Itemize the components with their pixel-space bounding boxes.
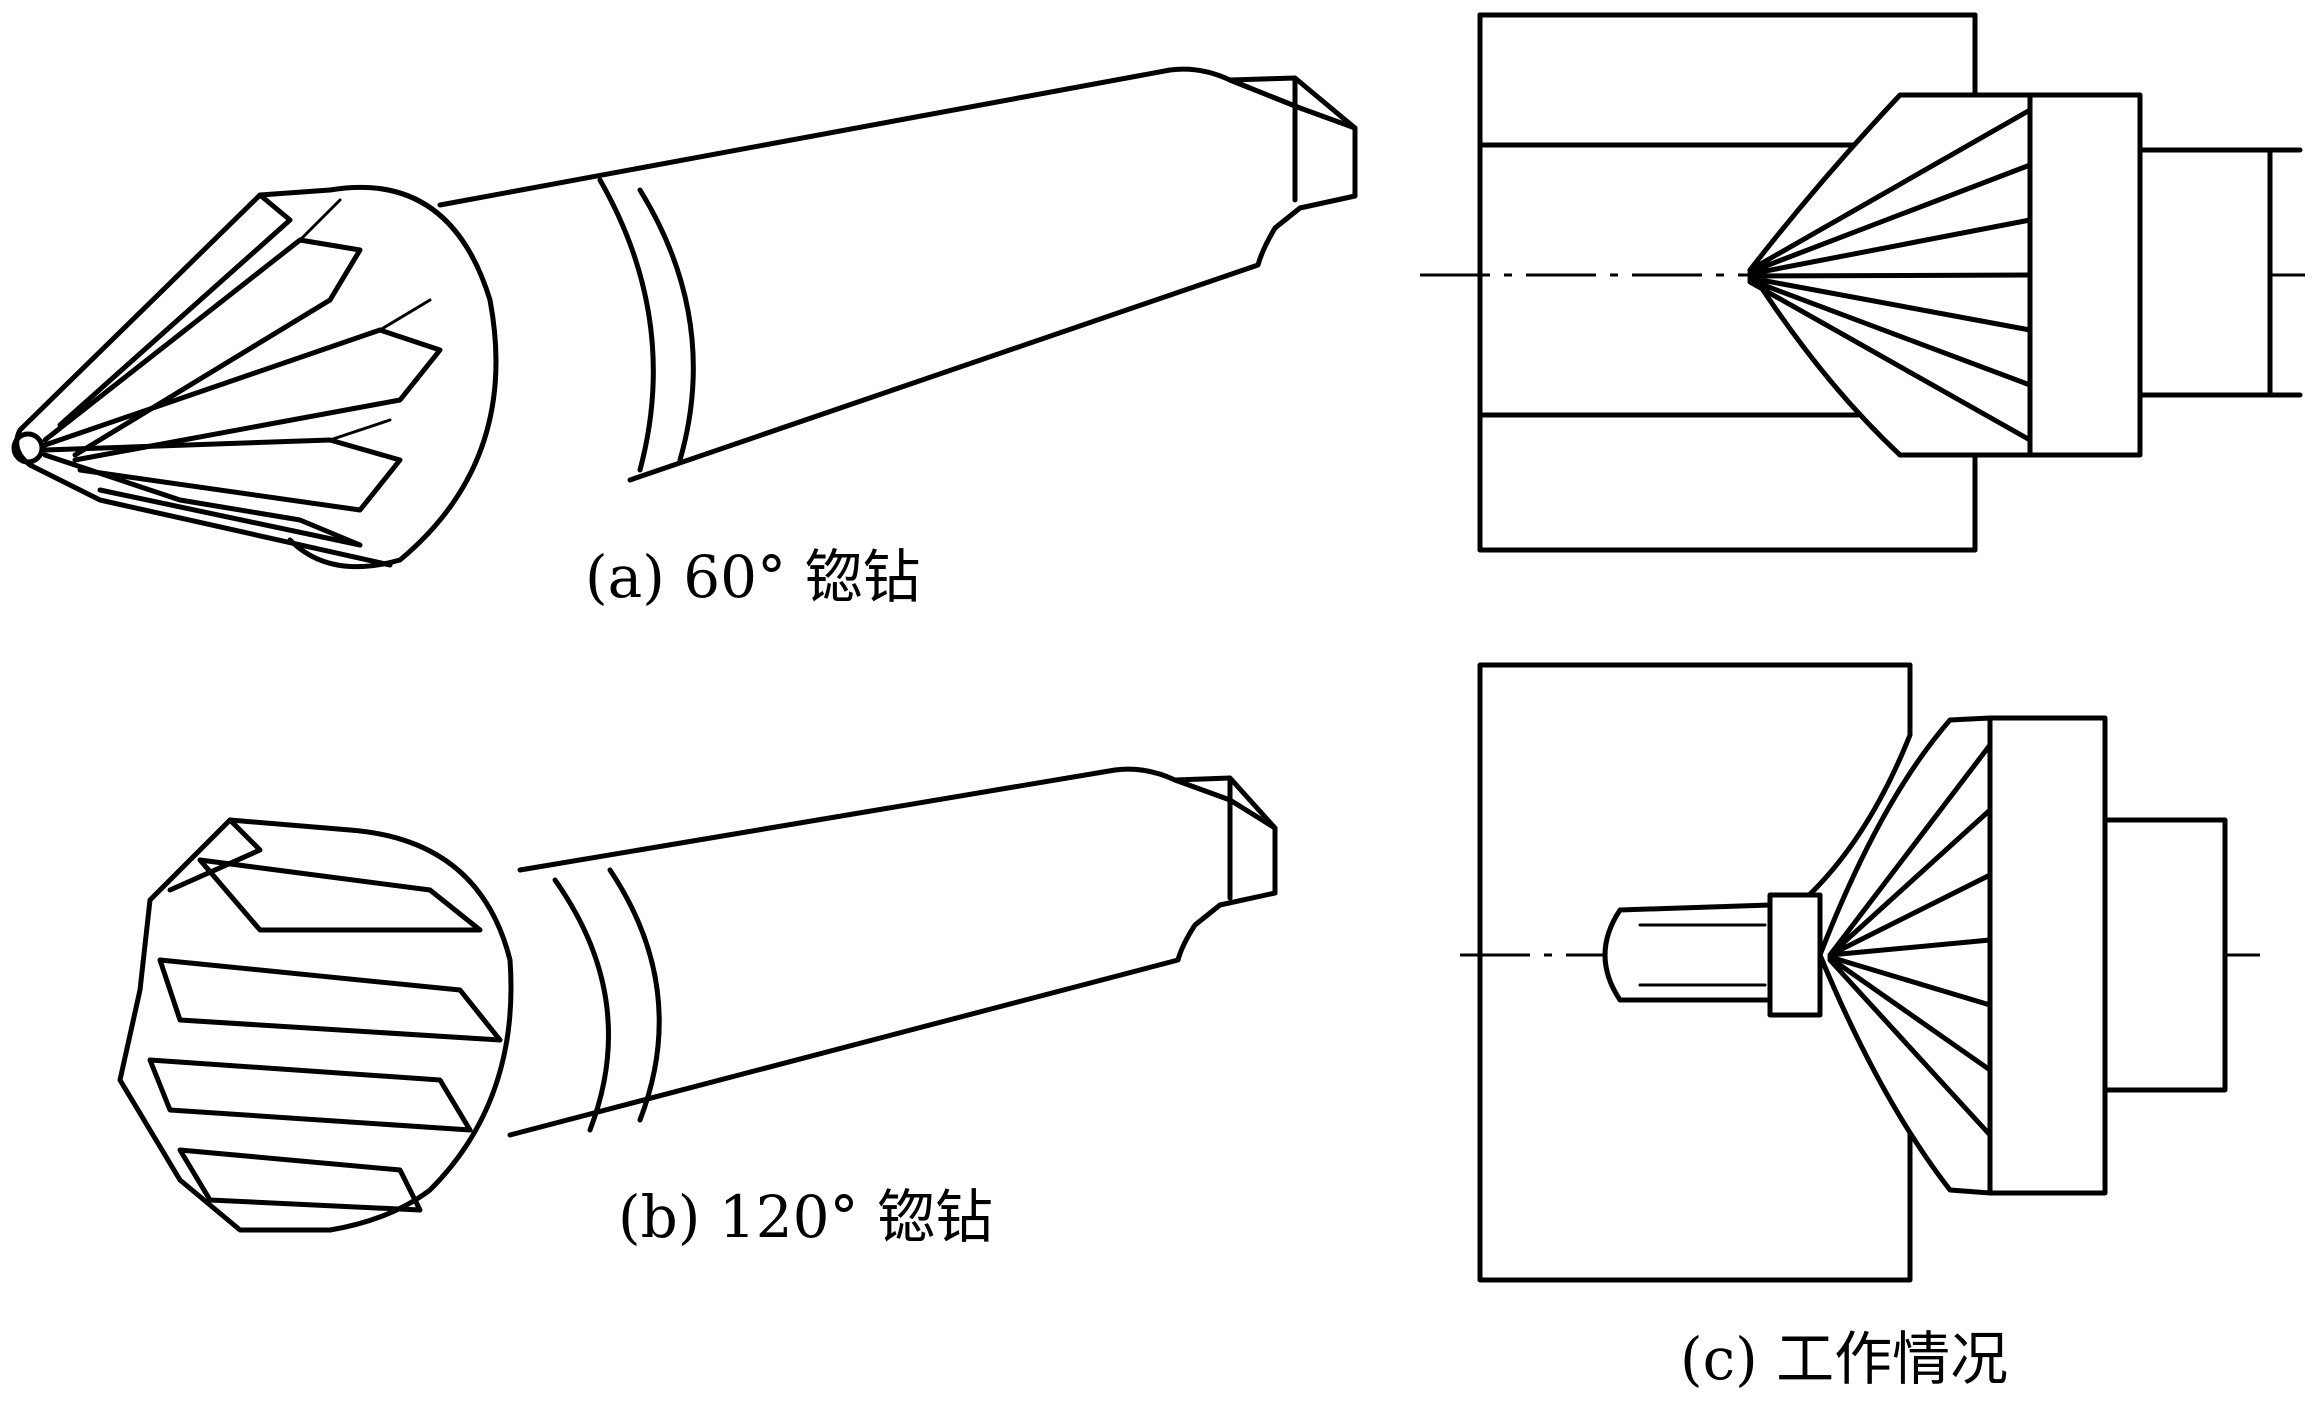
working-condition-top-drawing xyxy=(1420,12,2305,553)
working-condition-bottom-drawing xyxy=(1460,662,2260,1283)
caption-120-countersink: (b) 120° 锪钻 xyxy=(618,1183,993,1251)
caption-working-condition: (c) 工作情况 xyxy=(1680,1325,2009,1393)
countersink-120-drawing xyxy=(117,766,1278,1233)
caption-60-countersink: (a) 60° 锪钻 xyxy=(585,543,921,611)
countersink-60-drawing xyxy=(11,66,1358,570)
